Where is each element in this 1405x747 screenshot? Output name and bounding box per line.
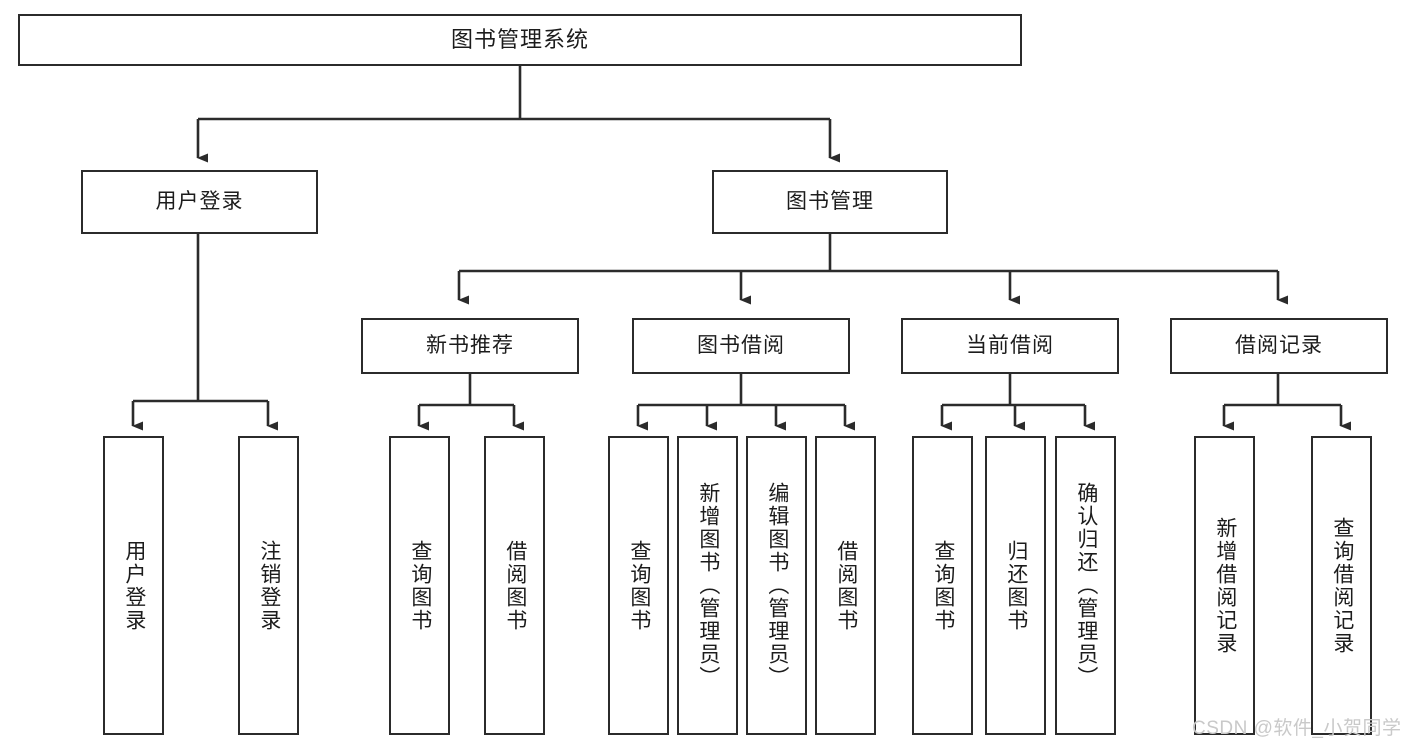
node-new-book-recommend[interactable]: 新书推荐 [361,318,579,374]
csdn-watermark: CSDN @软件_小贺同学 [1192,718,1402,739]
node-current-borrow-label: 当前借阅 [966,334,1054,358]
node-new-book-recommend-label: 新书推荐 [426,334,514,358]
leaf-confirm-return-label: 确认归还（管理员） [1074,482,1098,689]
node-book-borrow-label: 图书借阅 [697,334,785,358]
leaf-return-book-label: 归还图书 [1004,539,1028,632]
leaf-borrow-book-1[interactable]: 借阅图书 [484,436,545,735]
leaf-query-book-2-label: 查询图书 [627,539,651,632]
leaf-query-book-3-label: 查询图书 [931,539,955,632]
leaf-query-book-1[interactable]: 查询图书 [389,436,450,735]
leaf-add-record[interactable]: 新增借阅记录 [1194,436,1255,735]
leaf-query-book-1-label: 查询图书 [408,539,432,632]
leaf-query-book-3[interactable]: 查询图书 [912,436,973,735]
leaf-query-record[interactable]: 查询借阅记录 [1311,436,1372,735]
leaf-add-book-label: 新增图书（管理员） [696,482,720,689]
node-root[interactable]: 图书管理系统 [18,14,1022,66]
node-borrow-record[interactable]: 借阅记录 [1170,318,1388,374]
leaf-logout-label: 注销登录 [257,539,281,632]
leaf-borrow-book-2-label: 借阅图书 [834,539,858,632]
leaf-edit-book[interactable]: 编辑图书（管理员） [746,436,807,735]
leaf-query-book-2[interactable]: 查询图书 [608,436,669,735]
leaf-add-book[interactable]: 新增图书（管理员） [677,436,738,735]
leaf-add-record-label: 新增借阅记录 [1213,516,1237,655]
leaf-user-login[interactable]: 用户登录 [103,436,164,735]
node-user-login-label: 用户登录 [155,190,244,214]
leaf-query-record-label: 查询借阅记录 [1330,516,1354,655]
node-book-management[interactable]: 图书管理 [712,170,948,234]
node-book-management-label: 图书管理 [786,190,874,214]
leaf-logout[interactable]: 注销登录 [238,436,299,735]
leaf-confirm-return[interactable]: 确认归还（管理员） [1055,436,1116,735]
node-user-login[interactable]: 用户登录 [81,170,318,234]
node-book-borrow[interactable]: 图书借阅 [632,318,850,374]
leaf-borrow-book-2[interactable]: 借阅图书 [815,436,876,735]
leaf-user-login-label: 用户登录 [122,539,146,632]
leaf-borrow-book-1-label: 借阅图书 [503,539,527,632]
node-current-borrow[interactable]: 当前借阅 [901,318,1119,374]
leaf-edit-book-label: 编辑图书（管理员） [765,482,789,689]
node-root-label: 图书管理系统 [450,26,589,52]
node-borrow-record-label: 借阅记录 [1235,334,1323,358]
leaf-return-book[interactable]: 归还图书 [985,436,1046,735]
